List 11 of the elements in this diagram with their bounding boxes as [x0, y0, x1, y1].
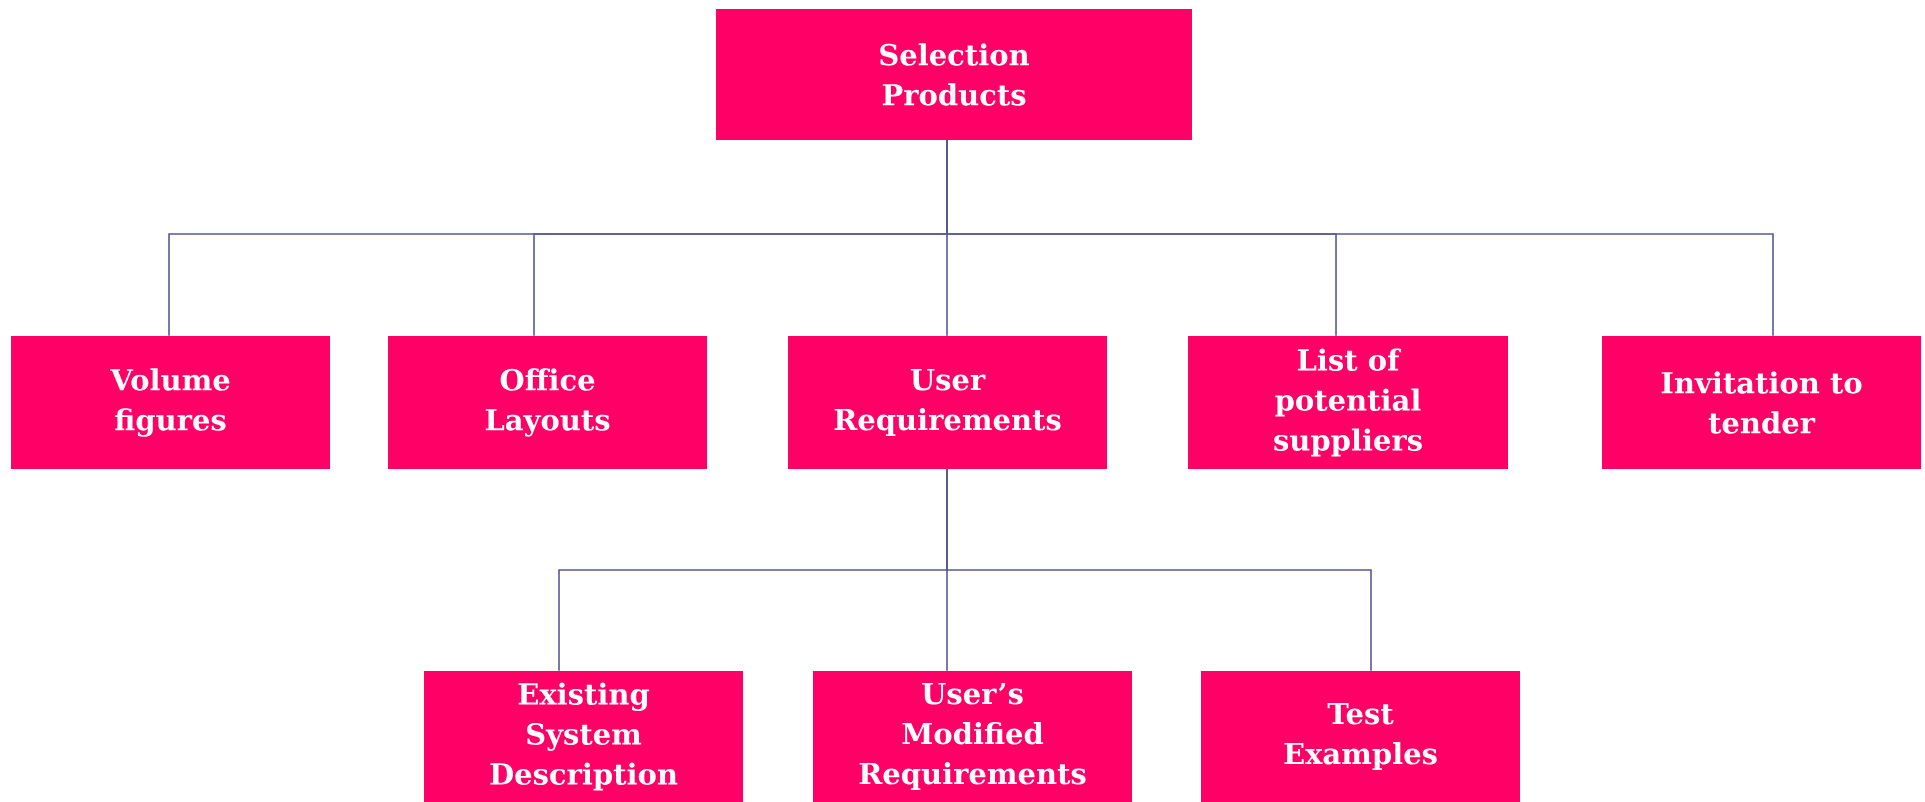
- process-box: User’s Modified Requirements: [813, 671, 1132, 802]
- process-box: User Requirements: [788, 336, 1107, 469]
- process-box: Office Layouts: [388, 336, 707, 469]
- process-box: Volume figures: [11, 336, 330, 469]
- process-box: Test Examples: [1201, 671, 1520, 802]
- connector-line: [946, 139, 1774, 337]
- process-box: Existing System Description: [424, 671, 743, 802]
- process-box: List of potential suppliers: [1188, 336, 1508, 469]
- connector-line: [946, 468, 1372, 672]
- process-box: Selection Products: [716, 9, 1192, 140]
- process-box: Invitation to tender: [1602, 336, 1921, 469]
